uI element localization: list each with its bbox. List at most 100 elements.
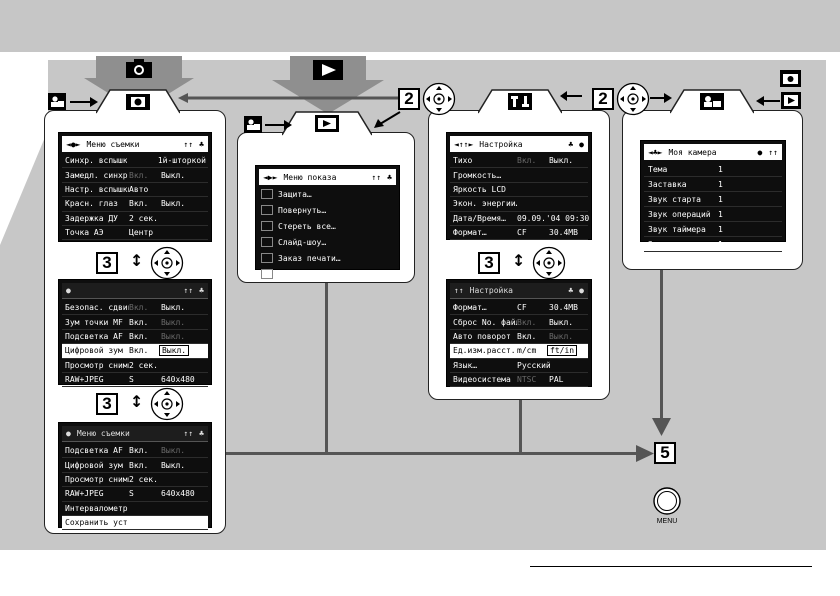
- key-3: 3: [96, 393, 118, 415]
- dpad-icon[interactable]: [422, 82, 456, 116]
- menu-row-option-a: Вкл.: [129, 170, 149, 180]
- dpad-icon[interactable]: [616, 82, 650, 116]
- setup-tab-icon[interactable]: ↑↑: [183, 139, 194, 149]
- menu-row[interactable]: Повернуть…: [259, 202, 396, 218]
- camera-tab-icon[interactable]: ●: [579, 286, 584, 295]
- screen-title-bar: ↑↑ Настройка ♣ ●: [450, 283, 588, 299]
- camera-icon: ●: [66, 286, 71, 295]
- menu-row[interactable]: Сохранить уст.: [62, 515, 208, 531]
- camera-tab-icon[interactable]: ●: [579, 139, 584, 149]
- menu-row-option-b: Выкл.: [159, 345, 190, 357]
- menu-row-option-b: Выкл.: [549, 317, 574, 327]
- menu-row-label: Сброс No. файла: [453, 317, 517, 327]
- menu-row-option-a: Вкл.: [129, 346, 149, 356]
- menu-row[interactable]: Защита…: [259, 186, 396, 202]
- menu-row[interactable]: Интервалометр: [62, 502, 208, 516]
- mycamera-tab-icon[interactable]: ♣: [199, 286, 204, 295]
- menu-row[interactable]: Яркость LCD: [450, 183, 588, 198]
- menu-row-option-b: ft/in: [547, 345, 578, 357]
- menu-row[interactable]: Тема 1: [644, 162, 782, 177]
- menu-row-label: Звук затвора: [648, 239, 706, 249]
- menu-row-option-a: 2 сек.: [129, 360, 158, 370]
- setup-tab-icon[interactable]: ↑↑: [371, 172, 382, 182]
- mycamera-tab-icon[interactable]: ♣: [199, 429, 204, 438]
- menu-row-label: Заказ печати…: [278, 253, 341, 263]
- dpad-to-mycamera-arrow: [650, 93, 672, 103]
- menu-row[interactable]: Язык…Русский: [450, 359, 588, 373]
- camera-icon: ●: [66, 429, 71, 438]
- screen-title: Меню съемки: [86, 139, 140, 149]
- camera-tab-icon[interactable]: ●: [757, 147, 763, 157]
- up-down-arrow: ↕: [130, 392, 144, 411]
- key-5: 5: [654, 442, 676, 464]
- menu-row[interactable]: Просмотр снимка2 сек.: [62, 473, 208, 488]
- menu-row[interactable]: Дата/Время…09.09.'04 09:30: [450, 212, 589, 226]
- menu-row-value: 1: [718, 164, 723, 174]
- screen-title-bar: ◄♣► Моя камера ● ↑↑: [644, 144, 782, 160]
- menu-row-label: Ед.изм.расст.: [453, 346, 516, 356]
- menu-row-option-a: 2 сек.: [129, 213, 158, 223]
- setup-tab-icon[interactable]: ↑↑: [768, 147, 778, 157]
- menu-row-option-b: Выкл.: [549, 331, 574, 341]
- setup-tab-icon[interactable]: ↑↑: [183, 286, 194, 295]
- mycamera-tab-icon[interactable]: ♣: [387, 172, 392, 182]
- menu-row[interactable]: Сброс No. файлаВкл.Выкл.: [450, 315, 588, 330]
- menu-row-label: Формат…: [453, 228, 487, 238]
- menu-row-option-a: Вкл.: [517, 331, 537, 341]
- setup-tab-icon[interactable]: ↑↑: [183, 429, 194, 438]
- menu-row[interactable]: Громкость…: [450, 168, 588, 183]
- menu-row-label: Дата/Время…: [453, 213, 506, 223]
- menu-row[interactable]: Замедл. синхр.Вкл.Выкл.: [62, 168, 208, 183]
- menu-row[interactable]: Заказ печати…: [259, 250, 396, 266]
- menu-row-label: RAW+JPEG: [65, 375, 104, 385]
- dpad-icon[interactable]: [150, 387, 184, 421]
- screen-title: Меню съемки: [76, 429, 130, 438]
- mycamera-tab-icon[interactable]: ♣: [568, 286, 574, 295]
- menu-row[interactable]: Слайд-шоу…: [259, 234, 396, 250]
- header-band: [0, 0, 840, 52]
- play-screen: ◄▶► Меню показа ↑↑ ♣ Защита…Повернуть…Ст…: [255, 165, 400, 279]
- menu-row-label: Точка АЭ: [65, 228, 104, 238]
- dpad-icon[interactable]: [150, 246, 184, 280]
- menu-row[interactable]: Просмотр снимка2 сек.: [62, 359, 208, 373]
- menu-row-label: Звук операций: [648, 209, 711, 219]
- menu-button-icon[interactable]: [652, 486, 682, 516]
- mycamera-tab-icon[interactable]: ♣: [568, 139, 574, 149]
- menu-row[interactable]: Экон. энергии…: [450, 197, 588, 212]
- menu-item-icon: [261, 221, 273, 231]
- menu-row[interactable]: Стереть все…: [259, 218, 396, 234]
- dpad-icon[interactable]: [532, 246, 566, 280]
- menu-row-label: Язык…: [453, 360, 478, 370]
- menu-row-option-b: 640x480: [161, 489, 195, 499]
- menu-row[interactable]: Заказ передачи…: [259, 266, 396, 282]
- menu-row-label: Тема: [648, 164, 668, 174]
- mycamera-tab-icon[interactable]: ♣: [199, 139, 204, 149]
- play-diag-arrow: [374, 111, 401, 128]
